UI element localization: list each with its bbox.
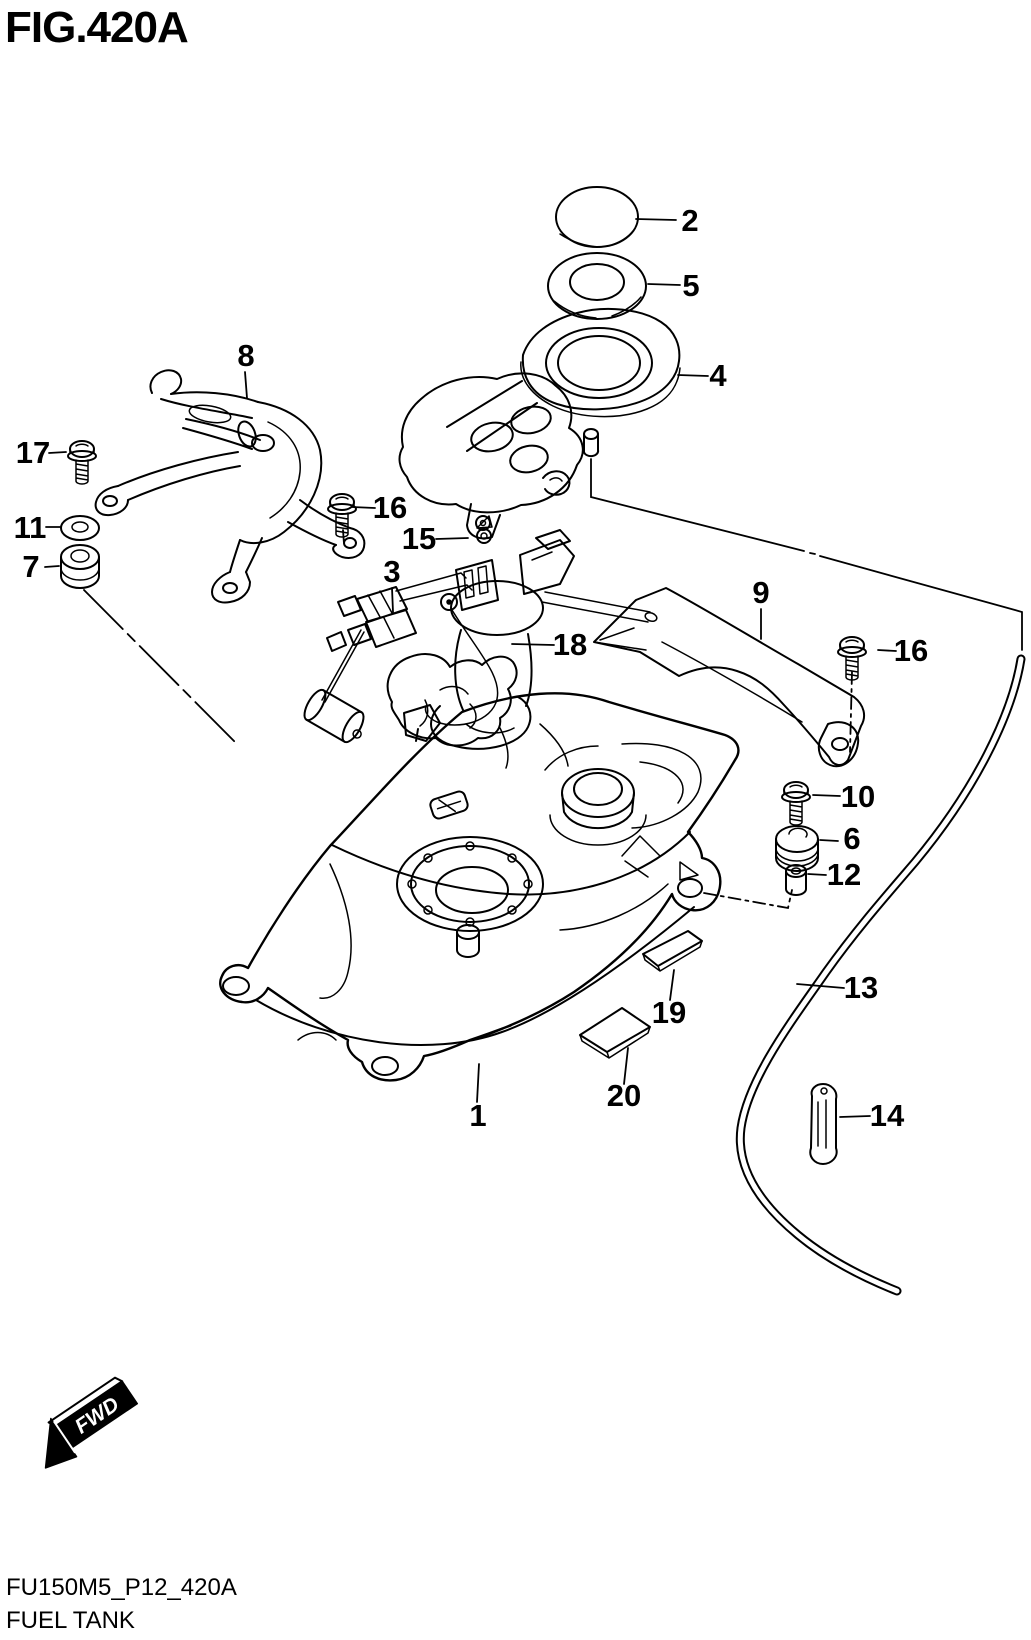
part-17-bolt <box>67 440 97 485</box>
part-7-cushion <box>60 544 100 589</box>
part-label-16: 16 <box>894 633 928 668</box>
part-13-fuel-hose <box>735 654 1026 1296</box>
figure-title: FIG.420A <box>5 3 188 52</box>
part-label-16: 16 <box>373 490 407 525</box>
sender-float <box>303 688 365 744</box>
part-14-hose-clamp <box>809 1083 838 1165</box>
tank-drain-boss <box>456 924 480 958</box>
part-11-washer <box>60 515 100 541</box>
part-2-fuel-cap <box>555 186 639 248</box>
part-9-heat-shield <box>593 587 866 768</box>
part-18-fuel-pump <box>403 529 658 750</box>
pump-stay-plate <box>386 653 518 747</box>
part-20-pad <box>579 1007 651 1059</box>
part-label-7: 7 <box>22 549 39 584</box>
part-label-10: 10 <box>841 779 875 814</box>
part-label-15: 15 <box>402 521 436 556</box>
tank-vent-fitting <box>429 790 469 820</box>
part-15-screw <box>476 515 493 544</box>
tank-filler-neck <box>549 768 647 846</box>
part-label-5: 5 <box>682 268 699 303</box>
fwd-arrow-icon <box>44 1417 78 1469</box>
part-label-8: 8 <box>237 338 254 373</box>
part-4-filler-plate <box>446 307 681 452</box>
part-12-spacer <box>785 864 807 896</box>
fuel-pump-plate <box>398 372 600 540</box>
part-label-9: 9 <box>752 575 769 610</box>
part-label-12: 12 <box>827 857 861 892</box>
part-label-6: 6 <box>843 821 860 856</box>
part-3-fuel-level-sender <box>303 572 473 744</box>
footer-code: FU150M5_P12_420A <box>6 1574 237 1601</box>
part-19-pad <box>642 930 703 972</box>
fuel-outlet-nipple <box>583 428 600 458</box>
fwd-marker-notch <box>53 1420 76 1454</box>
part-8-bracket <box>94 369 366 604</box>
diagram-line-art <box>44 186 1026 1296</box>
part-label-14: 14 <box>870 1098 905 1133</box>
part-label-1: 1 <box>469 1098 486 1133</box>
part-10-bolt <box>781 781 811 826</box>
part-6-cushion <box>775 825 819 872</box>
part-label-2: 2 <box>681 203 698 238</box>
part-5-cap-gasket <box>547 252 647 320</box>
footer-caption: FUEL TANK <box>6 1607 135 1634</box>
part-16-bolt-left <box>327 493 357 538</box>
part-label-17: 17 <box>16 435 50 470</box>
part-label-20: 20 <box>607 1078 641 1113</box>
part-label-18: 18 <box>553 627 587 662</box>
part-1-fuel-tank <box>219 692 740 1082</box>
tank-pump-opening <box>396 836 544 932</box>
part-label-11: 11 <box>14 510 47 545</box>
part-label-3: 3 <box>383 554 400 589</box>
leader-lines <box>44 218 1023 1118</box>
fwd-marker: FWD <box>44 1376 139 1469</box>
part-label-19: 19 <box>652 995 686 1030</box>
part-label-4: 4 <box>709 358 727 393</box>
part-label-13: 13 <box>844 970 878 1005</box>
